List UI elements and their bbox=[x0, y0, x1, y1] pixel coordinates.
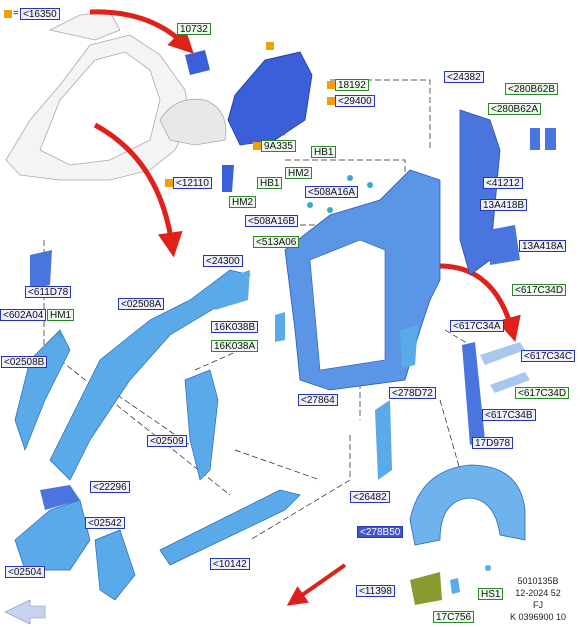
part-label-02504[interactable]: <02504 bbox=[5, 566, 45, 578]
part-280b62b bbox=[530, 128, 540, 150]
part-label-02508b[interactable]: <02508B bbox=[1, 356, 48, 368]
part-label-02542[interactable]: <02542 bbox=[85, 517, 125, 529]
part-17d978 bbox=[462, 342, 485, 445]
part-617c34b bbox=[490, 372, 530, 393]
clip-hs1 bbox=[485, 565, 491, 571]
part-label-29400[interactable]: <29400 bbox=[335, 95, 375, 107]
part-label-617c34b[interactable]: <617C34B bbox=[482, 409, 536, 421]
footer-variant: FJ bbox=[532, 600, 543, 610]
footer-code: 5010135B bbox=[517, 576, 559, 586]
wheelhouse-02504 bbox=[14, 499, 91, 571]
part-label-41212[interactable]: <41212 bbox=[483, 177, 523, 189]
part-17c756 bbox=[450, 578, 460, 594]
part-label-17c756[interactable]: 17C756 bbox=[433, 611, 475, 623]
part-label-hm2[interactable]: HM2 bbox=[229, 196, 257, 208]
part-label-513a06[interactable]: <513A06 bbox=[253, 236, 300, 248]
rocker-10142 bbox=[159, 489, 301, 566]
wheelhouse-liner-278b50 bbox=[409, 464, 526, 546]
callout-marker bbox=[253, 142, 261, 150]
part-label-611d78[interactable]: <611D78 bbox=[25, 286, 72, 298]
clips bbox=[57, 175, 373, 338]
red-arrow-left bbox=[93, 122, 183, 258]
part-label-hm2[interactable]: HM2 bbox=[285, 167, 313, 179]
part-label-24300[interactable]: <24300 bbox=[203, 255, 243, 267]
part-617c34a bbox=[480, 342, 525, 365]
part-label-508a16b[interactable]: <508A16B bbox=[245, 215, 298, 227]
inner-panel-upper bbox=[227, 51, 313, 146]
part-label-617c34c[interactable]: <617C34C bbox=[521, 350, 576, 362]
part-label-11398[interactable]: <11398 bbox=[356, 585, 395, 597]
part-26482 bbox=[375, 400, 392, 480]
part-label-hs1[interactable]: HS1 bbox=[478, 588, 504, 600]
part-280b62a bbox=[545, 128, 556, 150]
part-label-602a04[interactable]: <602A04 bbox=[0, 309, 47, 321]
part-label-16k038a[interactable]: 16K038A bbox=[211, 340, 259, 352]
part-label-10732[interactable]: 10732 bbox=[177, 23, 211, 35]
view-direction-arrow-icon bbox=[4, 599, 46, 625]
part-label-617c34d[interactable]: <617C34D bbox=[515, 387, 570, 399]
part-label-12110[interactable]: <12110 bbox=[173, 177, 212, 189]
part-label-hm1[interactable]: HM1 bbox=[47, 309, 75, 321]
part-label-9a335[interactable]: 9A335 bbox=[261, 140, 296, 152]
part-label-508a16a[interactable]: <508A16A bbox=[305, 186, 358, 198]
bracket-9a335 bbox=[262, 118, 285, 140]
diagram-footer: 5010135B 12-2024 52 FJ K 0396900 10 bbox=[510, 575, 566, 623]
part-11398 bbox=[410, 572, 442, 605]
footer-date: 12-2024 52 bbox=[515, 588, 561, 598]
bracket-22296 bbox=[40, 485, 80, 510]
body-in-white-wireframe bbox=[5, 11, 191, 181]
part-label-13a418a[interactable]: 13A418A bbox=[519, 240, 567, 252]
part-label-16k038b[interactable]: 16K038B bbox=[211, 321, 259, 333]
part-611d78 bbox=[30, 250, 52, 290]
part-label-10142[interactable]: <10142 bbox=[210, 558, 250, 570]
bracket-10732 bbox=[185, 50, 210, 75]
part-label-278b50-selected[interactable]: <278B50 bbox=[357, 526, 404, 538]
door-opening bbox=[309, 239, 386, 371]
part-16k038 bbox=[275, 312, 285, 342]
bracket-12110 bbox=[222, 165, 234, 192]
part-label-18192[interactable]: 18192 bbox=[335, 79, 369, 91]
wheelarch-outline bbox=[159, 98, 227, 146]
part-label-280b62a[interactable]: <280B62A bbox=[488, 103, 541, 115]
callout-marker bbox=[266, 42, 274, 50]
a-pillar-lower bbox=[14, 329, 71, 452]
legend-part-number: 16350 bbox=[28, 9, 57, 20]
part-label-278d72[interactable]: <278D72 bbox=[389, 387, 436, 399]
part-label-13a418b[interactable]: 13A418B bbox=[480, 199, 528, 211]
part-label-617c34a[interactable]: <617C34A bbox=[450, 320, 504, 332]
part-label-17d978[interactable]: 17D978 bbox=[472, 437, 514, 449]
rail-24300 bbox=[215, 270, 250, 310]
legend-part-label: <16350 bbox=[20, 8, 60, 20]
part-278d72 bbox=[400, 325, 418, 368]
footer-ref: K 0396900 10 bbox=[509, 612, 566, 622]
legend-marker bbox=[4, 10, 12, 18]
hinge-pillar-02542 bbox=[94, 529, 136, 601]
part-label-02508a[interactable]: <02508A bbox=[118, 298, 165, 310]
part-label-27864[interactable]: <27864 bbox=[298, 394, 338, 406]
red-arrow-top bbox=[89, 9, 194, 54]
callout-marker bbox=[165, 179, 173, 187]
legend-prefix: < bbox=[23, 9, 29, 20]
part-label-24382[interactable]: <24382 bbox=[444, 71, 484, 83]
part-label-280b62b[interactable]: <280B62B bbox=[505, 83, 558, 95]
part-label-hb1[interactable]: HB1 bbox=[257, 177, 283, 189]
part-label-02509[interactable]: <02509 bbox=[147, 435, 187, 447]
part-label-hb1[interactable]: HB1 bbox=[311, 146, 337, 158]
part-label-22296[interactable]: <22296 bbox=[90, 481, 130, 493]
legend-equals: = bbox=[13, 8, 19, 19]
callout-marker bbox=[327, 81, 335, 89]
red-arrow-bottom bbox=[286, 563, 347, 606]
callout-marker bbox=[327, 97, 335, 105]
part-label-26482[interactable]: <26482 bbox=[350, 491, 390, 503]
part-13a418b bbox=[488, 225, 520, 265]
b-pillar-02509 bbox=[184, 369, 219, 481]
part-label-617c34d[interactable]: <617C34D bbox=[512, 284, 567, 296]
